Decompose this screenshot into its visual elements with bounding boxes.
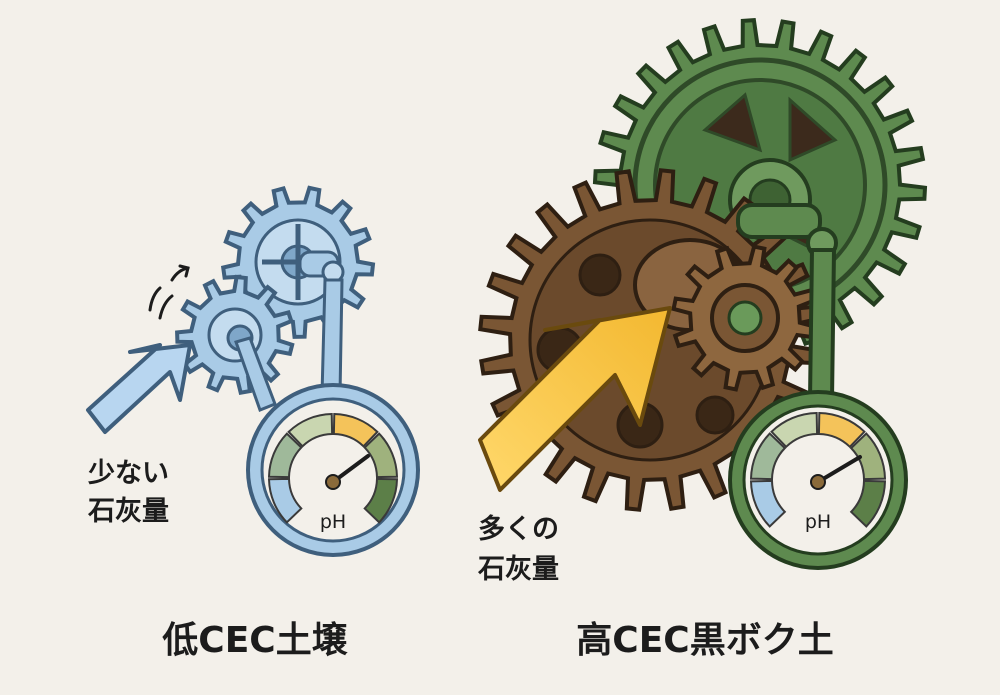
right-gauge-unit: pH xyxy=(805,511,831,533)
rotation-motion-marks xyxy=(148,264,190,320)
gauge-segment xyxy=(267,432,303,479)
blue-gear-small xyxy=(175,274,295,395)
gauge-segment xyxy=(849,479,887,528)
right-panel-title: 高CEC黒ボク土 xyxy=(576,620,833,661)
gauge-segment xyxy=(287,412,334,448)
gauge-segment xyxy=(749,479,787,528)
right-arrow-label-line2: 石灰量 xyxy=(477,554,559,585)
gauge-segment xyxy=(770,411,819,449)
gauge-segment xyxy=(749,432,787,481)
right-arrow-label-line1: 多くの xyxy=(478,514,559,545)
right-ph-gauge: pH xyxy=(728,390,908,570)
left-arrow-label-line1: 少ない xyxy=(88,458,169,489)
left-arrow-label-line2: 石灰量 xyxy=(87,496,169,527)
left-panel: pH xyxy=(86,185,420,557)
left-panel-title: 低CEC土壌 xyxy=(162,620,347,661)
right-linkage-arm xyxy=(736,203,838,402)
left-ph-gauge: pH xyxy=(246,383,420,557)
small-brown-gear xyxy=(671,244,819,392)
right-panel: pH xyxy=(478,17,928,570)
gauge-segment xyxy=(363,432,399,479)
gauge-segment xyxy=(363,477,399,524)
left-gauge-unit: pH xyxy=(320,511,346,533)
gauge-segment xyxy=(267,477,303,524)
blue-arrow xyxy=(86,343,192,434)
gauge-segment xyxy=(817,411,866,449)
gauge-segment xyxy=(849,432,887,481)
gauge-segment xyxy=(332,412,379,448)
large-yellow-arrow xyxy=(478,306,672,492)
